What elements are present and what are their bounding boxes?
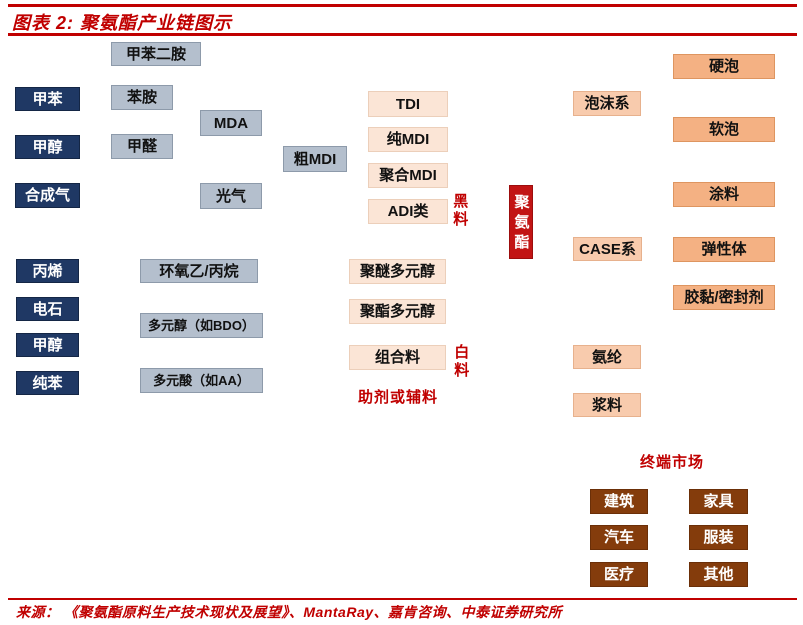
- node-construction: 建筑: [590, 489, 648, 514]
- node-formaldehyde: 甲醛: [111, 134, 173, 159]
- node-propylene: 丙烯: [16, 259, 79, 283]
- node-crude-mdi: 粗MDI: [283, 146, 347, 172]
- label-white-material: 白料: [452, 344, 470, 380]
- node-toluene: 甲苯: [15, 87, 80, 111]
- node-syngas: 合成气: [15, 183, 80, 208]
- node-polyether-polyol: 聚醚多元醇: [349, 259, 446, 284]
- node-phosgene: 光气: [200, 183, 262, 209]
- figure-title: 图表 2: 聚氨酯产业链图示: [12, 13, 233, 33]
- label-end-market: 终端市场: [640, 454, 705, 471]
- node-tdi: TDI: [368, 91, 448, 117]
- node-polyurethane: 聚氨酯: [509, 185, 533, 259]
- node-methanol-top: 甲醇: [15, 135, 80, 159]
- node-foam-series: 泡沫系: [573, 91, 641, 116]
- title-top-rule: [8, 4, 797, 7]
- node-flexible-foam: 软泡: [673, 117, 775, 142]
- node-polymeric-mdi: 聚合MDI: [368, 163, 448, 188]
- node-slurry: 浆料: [573, 393, 641, 417]
- node-aniline: 苯胺: [111, 85, 173, 110]
- node-pure-mdi: 纯MDI: [368, 127, 448, 152]
- node-furniture: 家具: [689, 489, 748, 514]
- node-combined-material: 组合料: [349, 345, 446, 370]
- source-line: 来源： 《聚氨酯原料生产技术现状及展望》、MantaRay、嘉肯咨询、中泰证券研…: [16, 602, 562, 622]
- source-label: 来源：: [16, 604, 60, 620]
- node-ethylene-propylene-oxide: 环氧乙/丙烷: [140, 259, 258, 283]
- node-coatings: 涂料: [673, 182, 775, 207]
- title-bottom-rule: [8, 33, 797, 36]
- node-polyol-bdo: 多元醇（如BDO）: [140, 313, 263, 338]
- source-text: 《聚氨酯原料生产技术现状及展望》、MantaRay、嘉肯咨询、中泰证券研究所: [63, 604, 563, 620]
- node-apparel: 服装: [689, 525, 748, 550]
- node-mda: MDA: [200, 110, 262, 136]
- node-polyester-polyol: 聚酯多元醇: [349, 299, 446, 324]
- label-additives-auxiliary: 助剂或辅料: [358, 389, 439, 406]
- node-adi-class: ADI类: [368, 199, 448, 224]
- node-others: 其他: [689, 562, 748, 587]
- node-case-series: CASE系: [573, 237, 642, 261]
- node-rigid-foam: 硬泡: [673, 54, 775, 79]
- node-elastomer: 弹性体: [673, 237, 775, 262]
- node-calcium-carbide: 电石: [16, 297, 79, 321]
- node-medical: 医疗: [590, 562, 648, 587]
- node-methanol-bottom: 甲醇: [16, 333, 79, 357]
- footer-rule: [8, 598, 797, 600]
- node-adhesive-sealant: 胶黏/密封剂: [673, 285, 775, 310]
- label-black-material: 黑料: [451, 193, 469, 229]
- node-polyacid-aa: 多元酸（如AA）: [140, 368, 263, 393]
- node-pure-benzene: 纯苯: [16, 371, 79, 395]
- node-automotive: 汽车: [590, 525, 648, 550]
- node-toluenediamine: 甲苯二胺: [111, 42, 201, 66]
- node-spandex: 氨纶: [573, 345, 641, 369]
